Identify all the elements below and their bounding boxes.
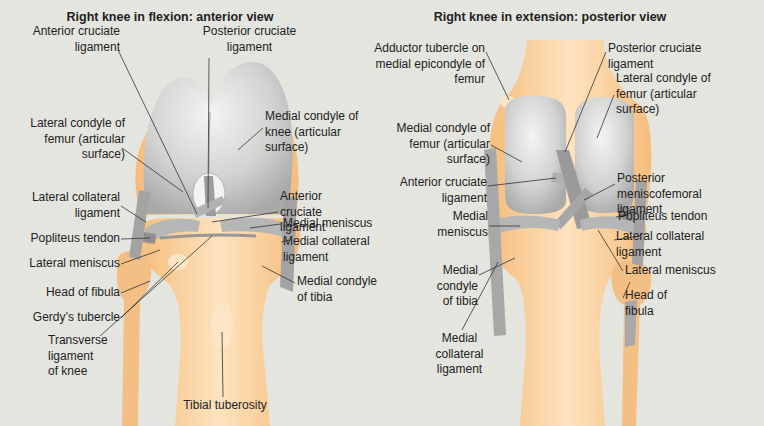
medial-condyle bbox=[505, 96, 566, 214]
part-label: Lateral condyle of femur (articular surf… bbox=[25, 116, 125, 163]
part-label: Popliteus tendon bbox=[10, 231, 120, 247]
part-label: Popliteus tendon bbox=[618, 209, 728, 225]
leader-line bbox=[212, 212, 278, 222]
lateral-collateral-ligament bbox=[129, 190, 150, 260]
part-label: Lateral collateral ligament bbox=[15, 190, 120, 221]
part-label: Lateral collateral ligament bbox=[616, 229, 721, 260]
part-label: Transverse ligament of knee bbox=[48, 333, 106, 380]
leader-line bbox=[121, 250, 160, 264]
leader-line bbox=[238, 128, 263, 150]
part-label: Adductor tubercle on medial epicondyle o… bbox=[373, 41, 485, 88]
part-label: Anterior cruciate ligament bbox=[377, 175, 487, 206]
panel-title: Right knee in extension: posterior view bbox=[400, 10, 700, 26]
part-label: Medial meniscus bbox=[283, 216, 393, 232]
part-label: Tibial tuberosity bbox=[165, 398, 285, 414]
leader-line bbox=[122, 148, 183, 192]
leader-line bbox=[597, 95, 614, 138]
part-label: Posterior cruciate ligament bbox=[608, 41, 723, 72]
part-label: Posterior cruciate ligament bbox=[192, 24, 307, 55]
transverse-ligament bbox=[160, 235, 256, 238]
leader-line bbox=[118, 50, 197, 214]
part-label: Lateral meniscus bbox=[625, 263, 735, 279]
part-label: Medial condyle of knee (articular surfac… bbox=[265, 109, 365, 156]
leader-line bbox=[222, 332, 223, 397]
part-label: Head of fibula bbox=[625, 288, 675, 319]
part-label: Medial condyle of tibia bbox=[428, 263, 478, 310]
leader-line bbox=[488, 178, 556, 186]
leader-line bbox=[486, 52, 509, 100]
panel-title: Right knee in flexion: anterior view bbox=[40, 10, 300, 26]
tibia bbox=[138, 218, 300, 426]
leader-line bbox=[208, 58, 209, 208]
leader-line bbox=[121, 238, 150, 239]
part-label: Medial condyle of femur (articular surfa… bbox=[390, 121, 490, 168]
leader-line bbox=[121, 281, 150, 293]
part-label: Medial condyle of tibia bbox=[297, 274, 382, 305]
leader-line bbox=[250, 224, 281, 228]
part-label: Medial collateral ligament bbox=[283, 234, 383, 265]
leader-line bbox=[584, 184, 615, 200]
part-label: Head of fibula bbox=[20, 285, 120, 301]
part-label: Lateral condyle of femur (articular surf… bbox=[616, 71, 716, 118]
part-label: Medial meniscus bbox=[428, 209, 488, 240]
leader-line bbox=[565, 52, 606, 152]
leader-line bbox=[479, 258, 515, 275]
condyle-ridge bbox=[209, 112, 210, 172]
medial-collateral-ligament bbox=[484, 148, 506, 336]
part-label: Medial collateral ligament bbox=[432, 331, 487, 378]
part-label: Lateral meniscus bbox=[10, 256, 120, 272]
anterior-cruciate-ligament bbox=[192, 196, 226, 218]
part-label: Gerdy’s tubercle bbox=[10, 310, 120, 326]
leader-line bbox=[491, 145, 522, 162]
part-label: Anterior cruciate ligament bbox=[10, 24, 120, 55]
fibula bbox=[612, 261, 652, 426]
leader-line bbox=[121, 206, 146, 222]
fibula bbox=[117, 251, 151, 426]
leader-line bbox=[262, 266, 295, 283]
leader-line bbox=[489, 226, 520, 227]
